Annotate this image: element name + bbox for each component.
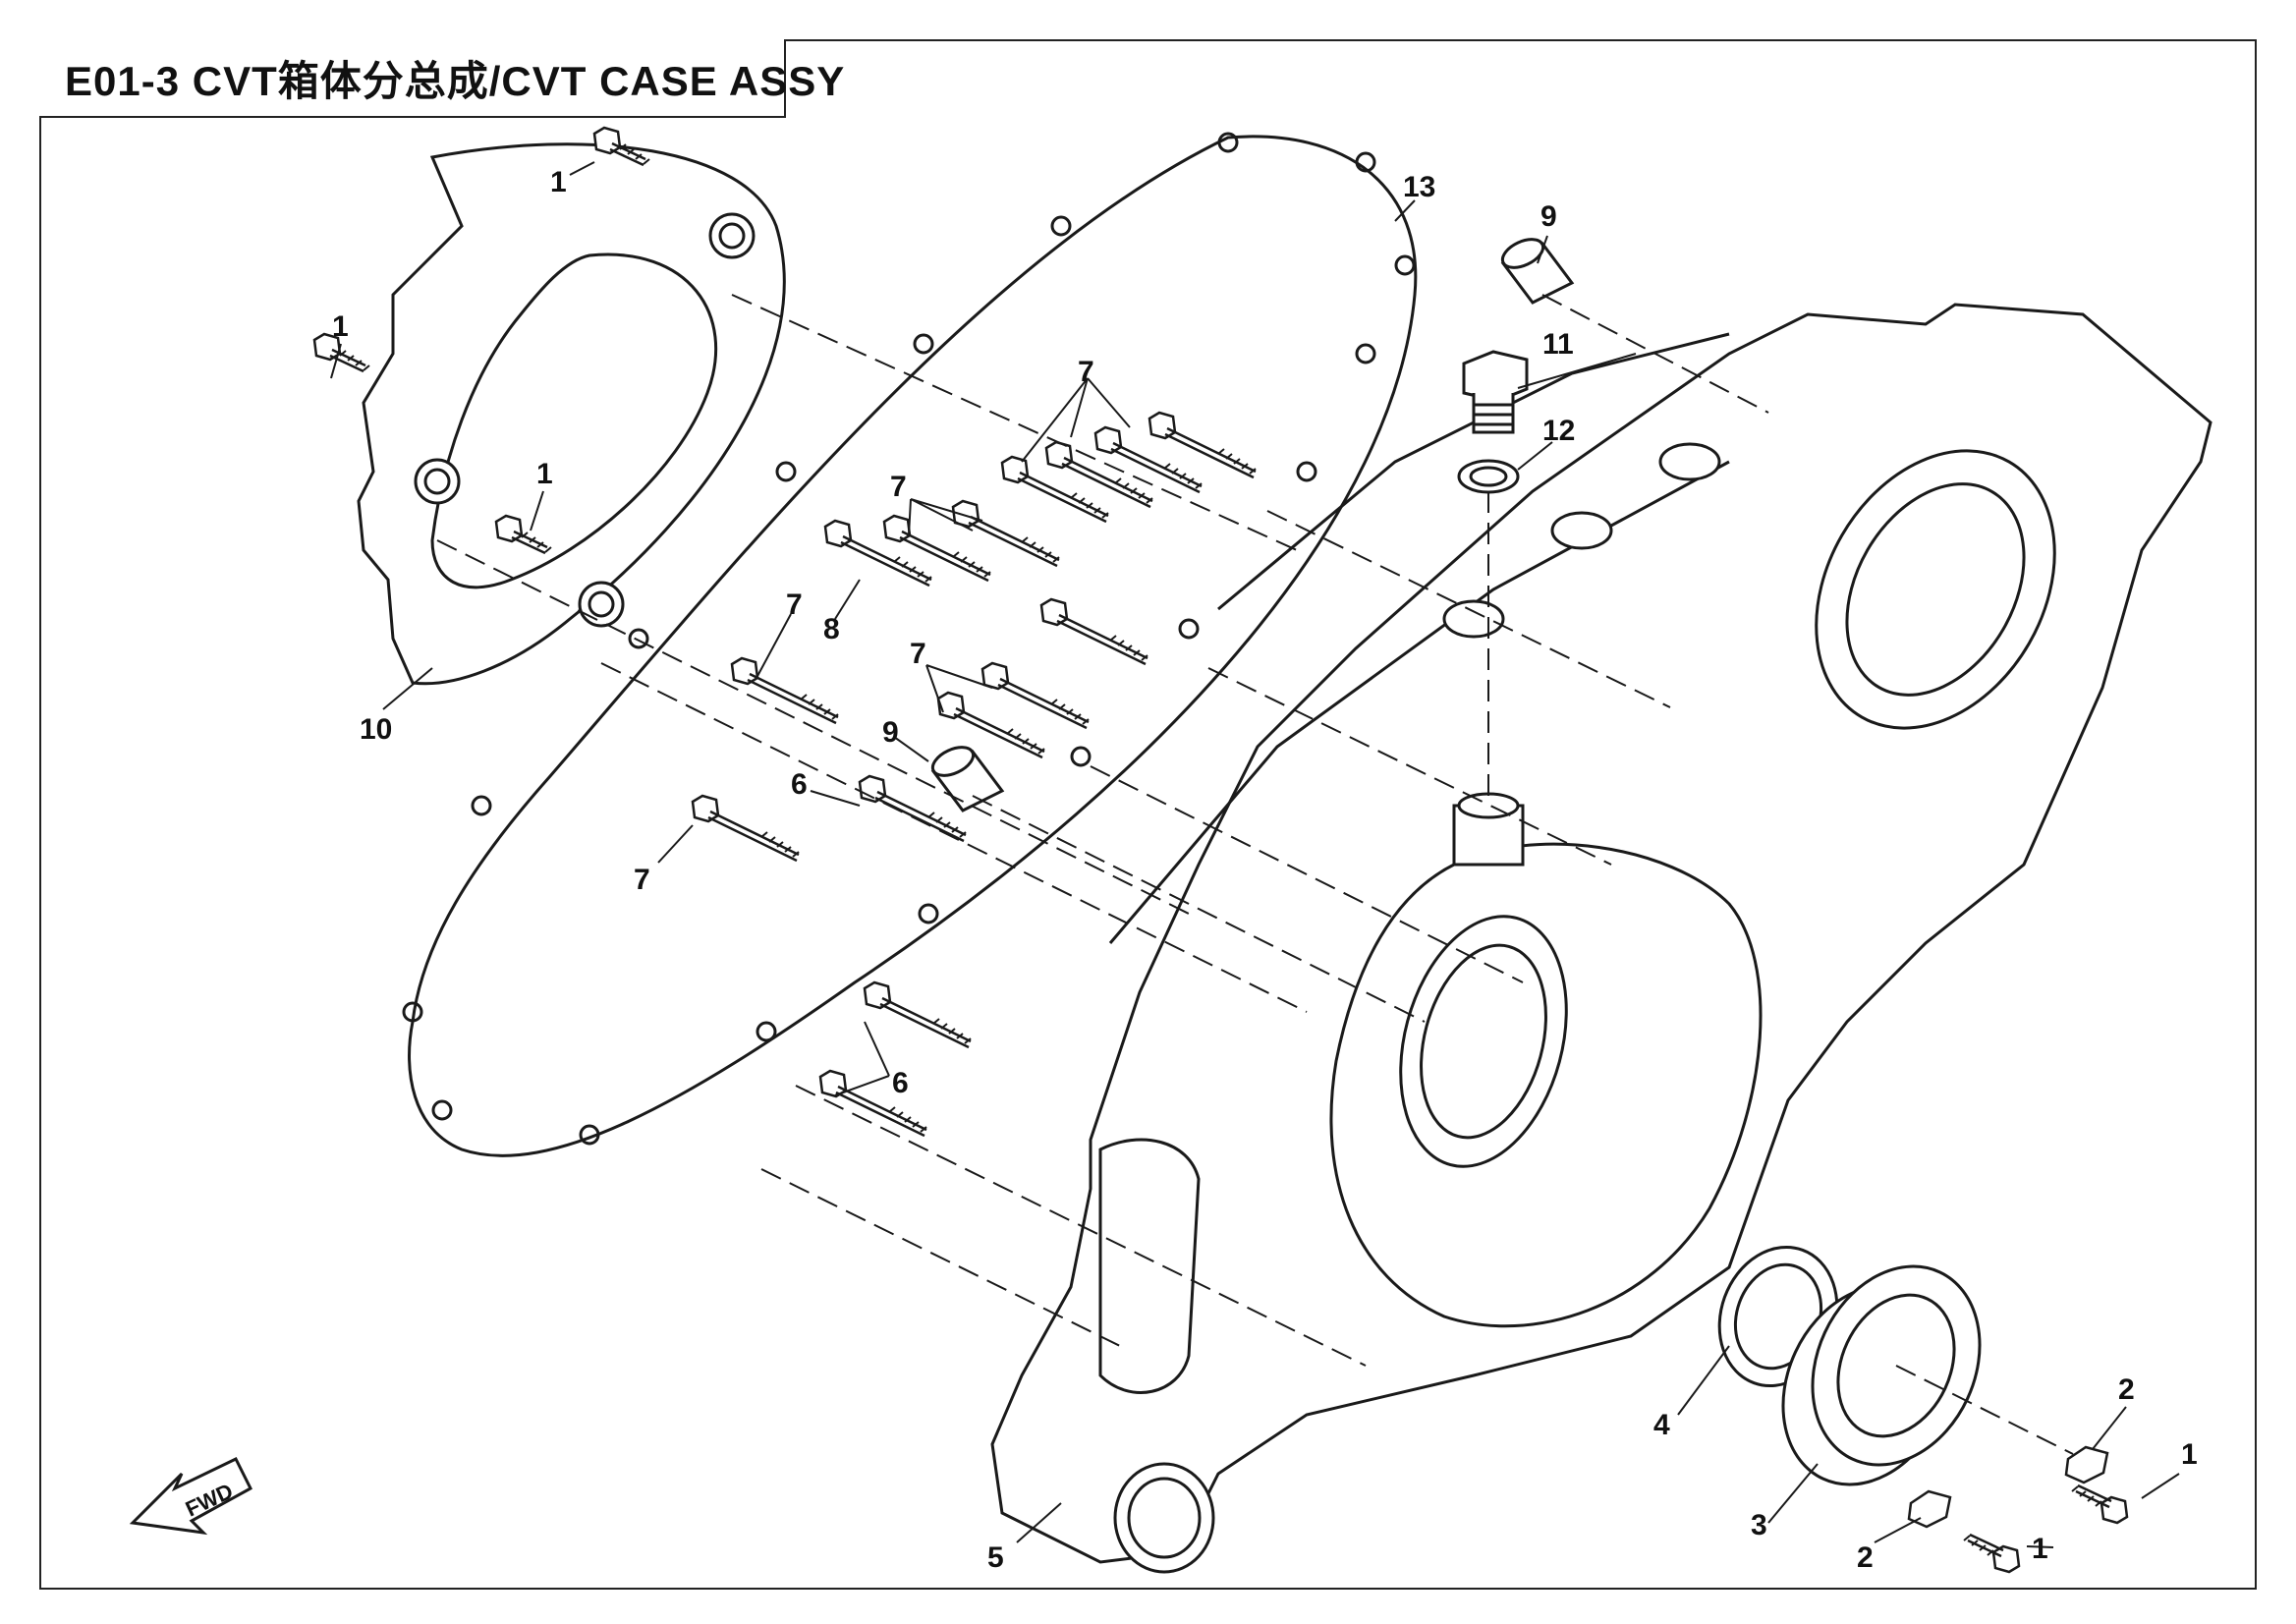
callout-7a: 7 — [1078, 356, 1094, 388]
callout-2a: 2 — [2118, 1373, 2135, 1406]
callout-13: 13 — [1403, 171, 1435, 203]
bolt-part-7g — [1039, 597, 1149, 666]
callout-6b: 6 — [892, 1067, 909, 1099]
callout-1c: 1 — [536, 458, 553, 490]
callout-1a: 1 — [550, 166, 567, 198]
bolt-part-6b — [863, 980, 973, 1049]
callout-11: 11 — [1542, 328, 1574, 361]
callout-3: 3 — [1751, 1509, 1767, 1541]
callout-labels: 1 1 1 1 1 2 2 3 4 5 6 6 7 7 7 7 7 8 9 9 … — [332, 166, 2198, 1574]
callout-9a: 9 — [1540, 200, 1557, 233]
callout-12: 12 — [1542, 415, 1575, 447]
callout-7d: 7 — [910, 638, 926, 670]
callout-1e: 1 — [2032, 1533, 2048, 1565]
plug-bolt-part-11 — [1462, 350, 1529, 434]
leader-lines — [330, 161, 2180, 1548]
callout-6a: 6 — [791, 768, 808, 801]
callout-4: 4 — [1653, 1409, 1670, 1441]
bolt-part-1e — [1962, 1533, 2021, 1574]
callout-1b: 1 — [332, 310, 349, 343]
callout-8: 8 — [823, 613, 840, 645]
callout-1d: 1 — [2181, 1438, 2198, 1471]
assembly-lines — [436, 294, 2074, 1455]
bolt-part-7k — [691, 794, 801, 863]
callout-9b: 9 — [882, 716, 899, 749]
callout-7c: 7 — [786, 588, 803, 621]
bolt-part-8 — [823, 519, 933, 588]
drawing-frame — [39, 39, 2257, 1590]
title-block: E01-3 CVT箱体分总成/CVT CASE ASSY — [39, 39, 844, 118]
callout-5: 5 — [987, 1541, 1004, 1574]
bolt-part-7h — [980, 661, 1091, 730]
bolt-part-1d — [2070, 1484, 2129, 1525]
callout-2b: 2 — [1857, 1541, 1874, 1574]
page-title: E01-3 CVT箱体分总成/CVT CASE ASSY — [65, 57, 846, 104]
bolt-part-7c — [1044, 440, 1154, 509]
gasket-washer-part-12 — [1457, 459, 1520, 494]
fwd-arrow-icon: FWD — [129, 1457, 252, 1536]
cover-plate-part-10 — [357, 142, 786, 686]
bolt-part-7e — [951, 499, 1061, 568]
callout-7b: 7 — [890, 471, 907, 503]
case-gasket-part-13 — [402, 132, 1418, 1157]
callout-10: 10 — [360, 713, 392, 746]
callout-7e: 7 — [634, 864, 650, 896]
